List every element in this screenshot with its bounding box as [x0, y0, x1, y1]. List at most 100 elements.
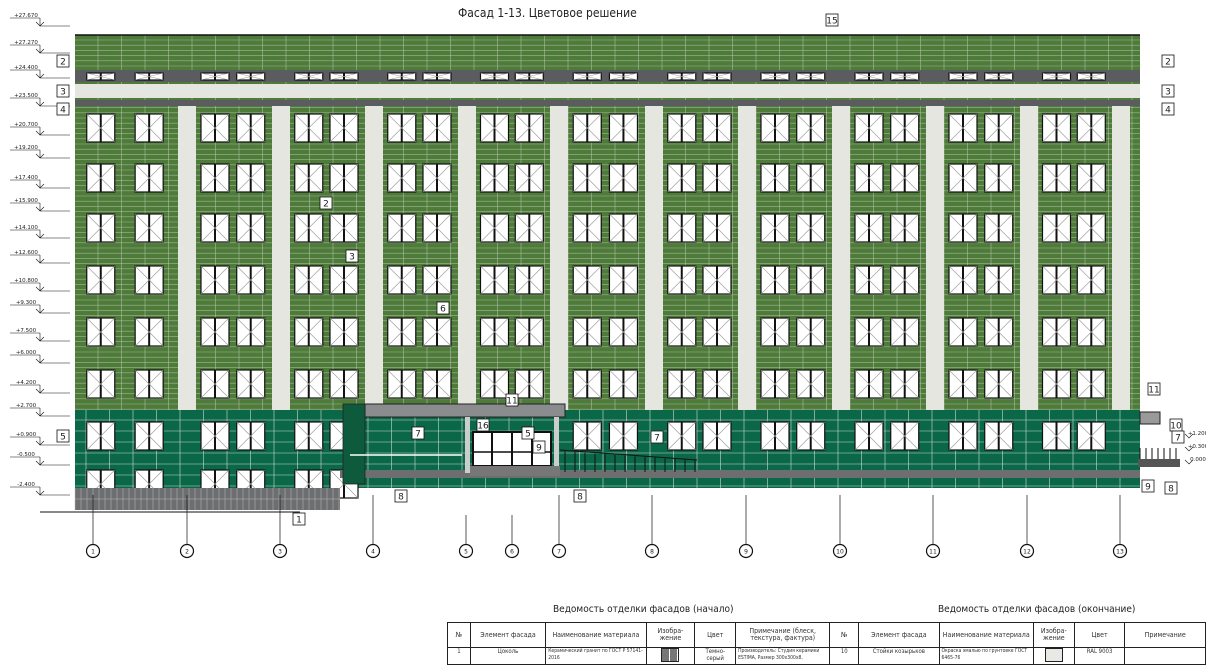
window-opening-mark — [623, 369, 638, 385]
axis-label: 11 — [929, 549, 937, 556]
window-opening-mark — [86, 383, 101, 399]
window-opening-mark — [962, 127, 978, 143]
window-opening-mark — [868, 435, 884, 451]
window-opening-mark — [716, 227, 732, 243]
window-opening-mark — [573, 72, 588, 77]
window-opening-mark — [854, 177, 870, 193]
elevation-arrow-icon — [35, 487, 70, 496]
window-opening-mark — [1042, 369, 1057, 385]
window-opening-mark — [998, 163, 1013, 179]
window-opening-mark — [134, 163, 150, 179]
window — [134, 369, 164, 399]
window — [294, 317, 324, 347]
window-opening-mark — [1091, 435, 1106, 451]
window — [86, 163, 116, 193]
window-opening-mark — [148, 177, 164, 193]
window-opening-mark — [214, 421, 230, 437]
window-opening-mark — [681, 331, 696, 347]
window-opening-mark — [998, 317, 1013, 333]
window — [514, 163, 544, 193]
window — [236, 265, 266, 295]
window-opening-mark — [1077, 331, 1092, 347]
header-note-2: Примечание — [1124, 622, 1206, 648]
window — [200, 421, 230, 451]
window-opening-mark — [573, 213, 588, 229]
window-opening-mark — [100, 435, 115, 451]
window-opening-mark — [494, 331, 509, 347]
axis-label: 5 — [464, 549, 468, 556]
callout-label: 3 — [349, 253, 355, 263]
window-opening-mark — [760, 383, 776, 399]
window-opening-mark — [343, 213, 359, 229]
window — [294, 421, 324, 451]
window-opening-mark — [810, 227, 825, 243]
window-opening-mark — [904, 421, 919, 437]
elevation-mark: -0.500 — [17, 452, 35, 458]
window-opening-mark — [854, 279, 870, 295]
window-opening-mark — [515, 72, 530, 77]
window — [760, 72, 790, 81]
window-opening-mark — [890, 76, 905, 81]
window-opening-mark — [494, 265, 509, 281]
window-opening-mark — [200, 421, 216, 437]
window-opening-mark — [1056, 435, 1071, 451]
light-band — [75, 84, 1140, 98]
window-opening-mark — [702, 331, 718, 347]
window-opening-mark — [573, 331, 588, 347]
window-opening-mark — [250, 435, 265, 451]
entrance-wall — [342, 403, 366, 485]
window-opening-mark — [796, 76, 811, 81]
window-opening-mark — [702, 72, 718, 77]
window-opening-mark — [436, 127, 452, 143]
window-opening-mark — [760, 421, 776, 437]
plinth — [75, 470, 1140, 510]
window-opening-mark — [1077, 227, 1092, 243]
window-opening-mark — [962, 227, 978, 243]
window-opening-mark — [609, 227, 624, 243]
window-opening-mark — [343, 279, 359, 295]
window-opening-mark — [904, 331, 919, 347]
window-opening-mark — [868, 72, 884, 77]
window-opening-mark — [401, 213, 416, 229]
window — [984, 265, 1014, 295]
window-opening-mark — [387, 113, 402, 129]
callout-box — [1161, 54, 1175, 68]
axis-bubble — [644, 543, 660, 559]
window-opening-mark — [308, 72, 323, 77]
window — [890, 317, 920, 347]
table-left-title: Ведомость отделки фасадов (начало) — [553, 604, 734, 615]
window-opening-mark — [529, 383, 544, 399]
window-opening-mark — [1056, 421, 1071, 437]
window-opening-mark — [774, 331, 790, 347]
window — [667, 163, 697, 193]
window-opening-mark — [623, 127, 638, 143]
window-opening-mark — [774, 76, 790, 81]
window — [1076, 213, 1106, 243]
window-opening-mark — [134, 383, 150, 399]
callout-label: 2 — [323, 200, 329, 210]
window — [667, 113, 697, 143]
window-opening-mark — [984, 421, 999, 437]
window-opening-mark — [1077, 177, 1092, 193]
window-opening-mark — [609, 177, 624, 193]
window — [572, 317, 602, 347]
window-opening-mark — [774, 127, 790, 143]
elevation-mark: +15.900 — [14, 198, 38, 204]
window-opening-mark — [1042, 213, 1057, 229]
window-opening-mark — [810, 72, 825, 77]
elevation-mark: +14.100 — [14, 225, 38, 231]
window-opening-mark — [998, 369, 1013, 385]
window-opening-mark — [148, 331, 164, 347]
elevation-arrow-icon — [35, 408, 70, 417]
window-opening-mark — [904, 113, 919, 129]
window-opening-mark — [250, 113, 265, 129]
window — [236, 113, 266, 143]
window-opening-mark — [250, 163, 265, 179]
window-opening-mark — [200, 72, 216, 77]
window-opening-mark — [1056, 265, 1071, 281]
window-opening-mark — [587, 435, 602, 451]
window-opening-mark — [998, 279, 1013, 295]
window-opening-mark — [100, 163, 115, 179]
callout-box — [56, 54, 70, 68]
window — [1076, 72, 1106, 81]
